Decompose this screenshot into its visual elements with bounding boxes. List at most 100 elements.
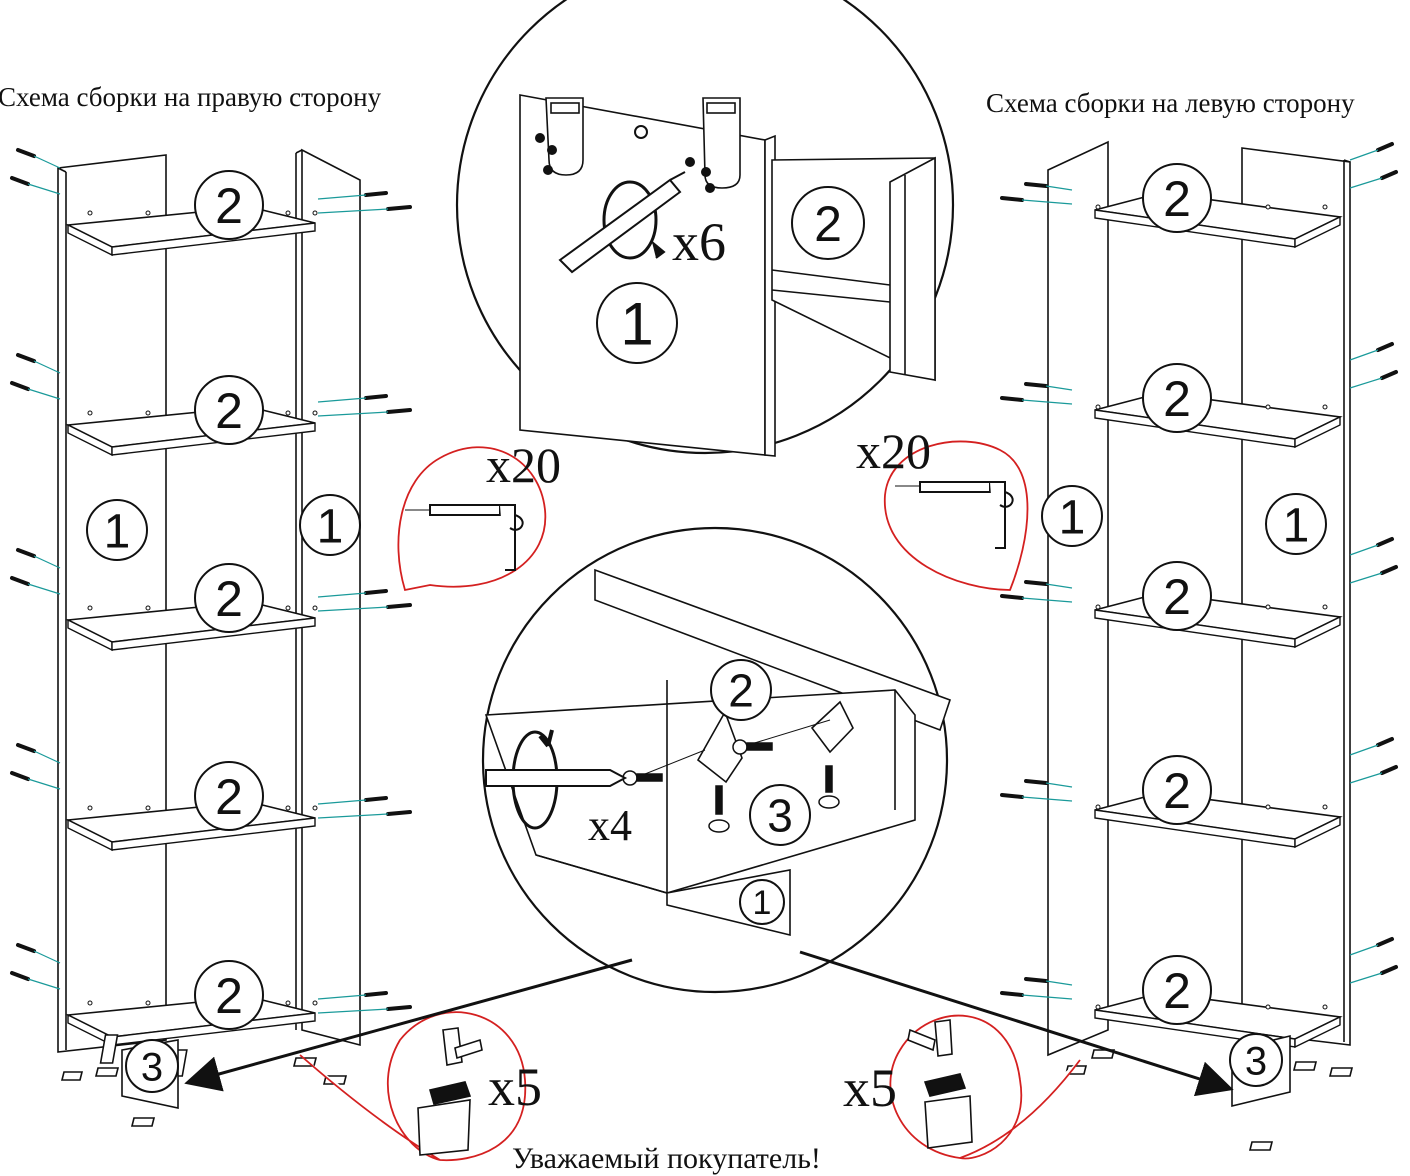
- dowel-line: [1349, 944, 1379, 956]
- part-number-side-panel: 1: [1059, 491, 1086, 544]
- part-number-side-panel: 1: [620, 291, 653, 358]
- confirmat-screw: [16, 943, 36, 953]
- confirmat-screw: [10, 381, 30, 391]
- dowel-line: [317, 994, 367, 1000]
- quantity-screws-x6: x6: [672, 212, 726, 272]
- part-number-shelf: 2: [814, 196, 842, 252]
- dowel-line: [317, 813, 389, 819]
- dowel-line: [1349, 972, 1383, 984]
- dowel-line: [27, 583, 61, 595]
- part-number-side-panel-circle: [739, 879, 785, 925]
- part-number-shelf-circle: [194, 761, 264, 831]
- callout-feet-right: [889, 1014, 1081, 1160]
- confirmat-screw: [1000, 396, 1024, 402]
- callout-confirmats-left: [397, 446, 547, 592]
- dowel-line: [1045, 185, 1073, 191]
- hammer-icon: [907, 1019, 973, 1149]
- part-number-shelf: 2: [1163, 371, 1191, 427]
- confirmat-screw: [1000, 991, 1024, 997]
- caption-left-side-assembly: Схема сборки на левую сторону: [986, 88, 1355, 118]
- confirmat-screw: [10, 176, 30, 186]
- quantity-confirmats-left: x20: [486, 437, 561, 493]
- confirmat-screw: [1380, 965, 1398, 975]
- dowel-line: [1045, 782, 1073, 788]
- confirmat-screw: [1000, 196, 1024, 202]
- part-number-shelf-circle: [1142, 363, 1212, 433]
- dowel-line: [27, 778, 61, 790]
- part-number-side-panel-circle: [1265, 493, 1327, 555]
- part-number-shelf: 2: [1163, 763, 1191, 819]
- pointer-arrow-left: [184, 958, 633, 1092]
- dowel-line: [1021, 796, 1073, 802]
- dowel-line: [1349, 177, 1383, 189]
- dowel-line: [1349, 744, 1379, 756]
- part-number-foot-block-circle: [749, 784, 811, 846]
- part-number-shelf: 2: [1163, 569, 1191, 625]
- confirmat-screw: [1376, 937, 1394, 947]
- confirmat-screw: [1380, 370, 1398, 380]
- side-panel-right: [301, 148, 361, 1047]
- dowel-line: [1349, 377, 1383, 389]
- confirmat-screw: [1376, 537, 1394, 547]
- dowel-line: [1349, 772, 1383, 784]
- part-number-side-panel: 1: [317, 500, 344, 553]
- confirmat-screw: [386, 205, 412, 211]
- dowel-line: [1045, 385, 1073, 391]
- part-number-shelf-circle: [194, 375, 264, 445]
- confirmat-screw: [364, 191, 388, 197]
- part-number-foot-block-circle: [125, 1039, 179, 1093]
- dowel-line: [33, 360, 61, 374]
- dowel-line: [1021, 597, 1073, 603]
- caption-bottom: Уважаемый покупатель!: [512, 1142, 821, 1175]
- part-number-foot-block: 3: [1245, 1039, 1267, 1083]
- callout-feet-left: [299, 1011, 526, 1162]
- side-panel-left: [1047, 140, 1109, 1057]
- part-number-side-panel-circle: [86, 499, 148, 561]
- dowel-line: [317, 592, 367, 598]
- dowel-line: [317, 411, 389, 417]
- confirmat-screw: [364, 589, 388, 595]
- part-number-shelf: 2: [215, 571, 243, 627]
- dowel-line: [1349, 149, 1379, 161]
- screw-icon: [622, 719, 840, 833]
- dowel-line: [1349, 544, 1379, 556]
- part-number-shelf: 2: [1163, 963, 1191, 1019]
- pointer-arrow-right: [799, 950, 1234, 1097]
- confirmat-screw: [1380, 565, 1398, 575]
- dowel-line: [317, 1008, 389, 1014]
- caption-right-side-assembly: Схема сборки на правую сторону: [0, 82, 382, 112]
- part-number-shelf-circle: [1142, 755, 1212, 825]
- dowel-line: [27, 183, 61, 195]
- callout-confirmats-right: [884, 440, 1029, 591]
- quantity-confirmats-right: x20: [856, 423, 931, 479]
- feet-right-unit: [1064, 1034, 1354, 1151]
- confirmat-screw: [364, 991, 388, 997]
- screwdriver-icon: [558, 171, 686, 274]
- unit-left-side-assembly: [1047, 140, 1354, 1151]
- part-number-shelf-circle: [1142, 955, 1212, 1025]
- dowel-line: [317, 606, 389, 612]
- part-number-side-panel-circle: [1041, 485, 1103, 547]
- confirmat-screw: [1024, 580, 1048, 586]
- confirmat-screw: [1024, 977, 1048, 983]
- part-number-shelf-circle: [791, 186, 865, 260]
- confirmat-screw: [16, 743, 36, 753]
- part-number-shelf-circle: [1142, 163, 1212, 233]
- screwdriver-icon: [485, 729, 628, 830]
- part-number-shelf: 2: [215, 178, 243, 234]
- confirmat-screw: [1024, 779, 1048, 785]
- confirmat-screw: [1024, 182, 1048, 188]
- part-number-shelf: 2: [215, 968, 243, 1024]
- confirmat-screw: [10, 771, 30, 781]
- dowel-line: [1021, 994, 1073, 1000]
- unit-right-side-assembly: [57, 148, 361, 1127]
- confirmat-screw: [386, 408, 412, 414]
- confirmat-screw: [1376, 737, 1394, 747]
- hammer-icon: [417, 1027, 483, 1156]
- confirmat-screw: [1376, 142, 1394, 152]
- confirmat-screw: [10, 971, 30, 981]
- dowel-line: [317, 194, 367, 200]
- confirmat-screw: [16, 353, 36, 363]
